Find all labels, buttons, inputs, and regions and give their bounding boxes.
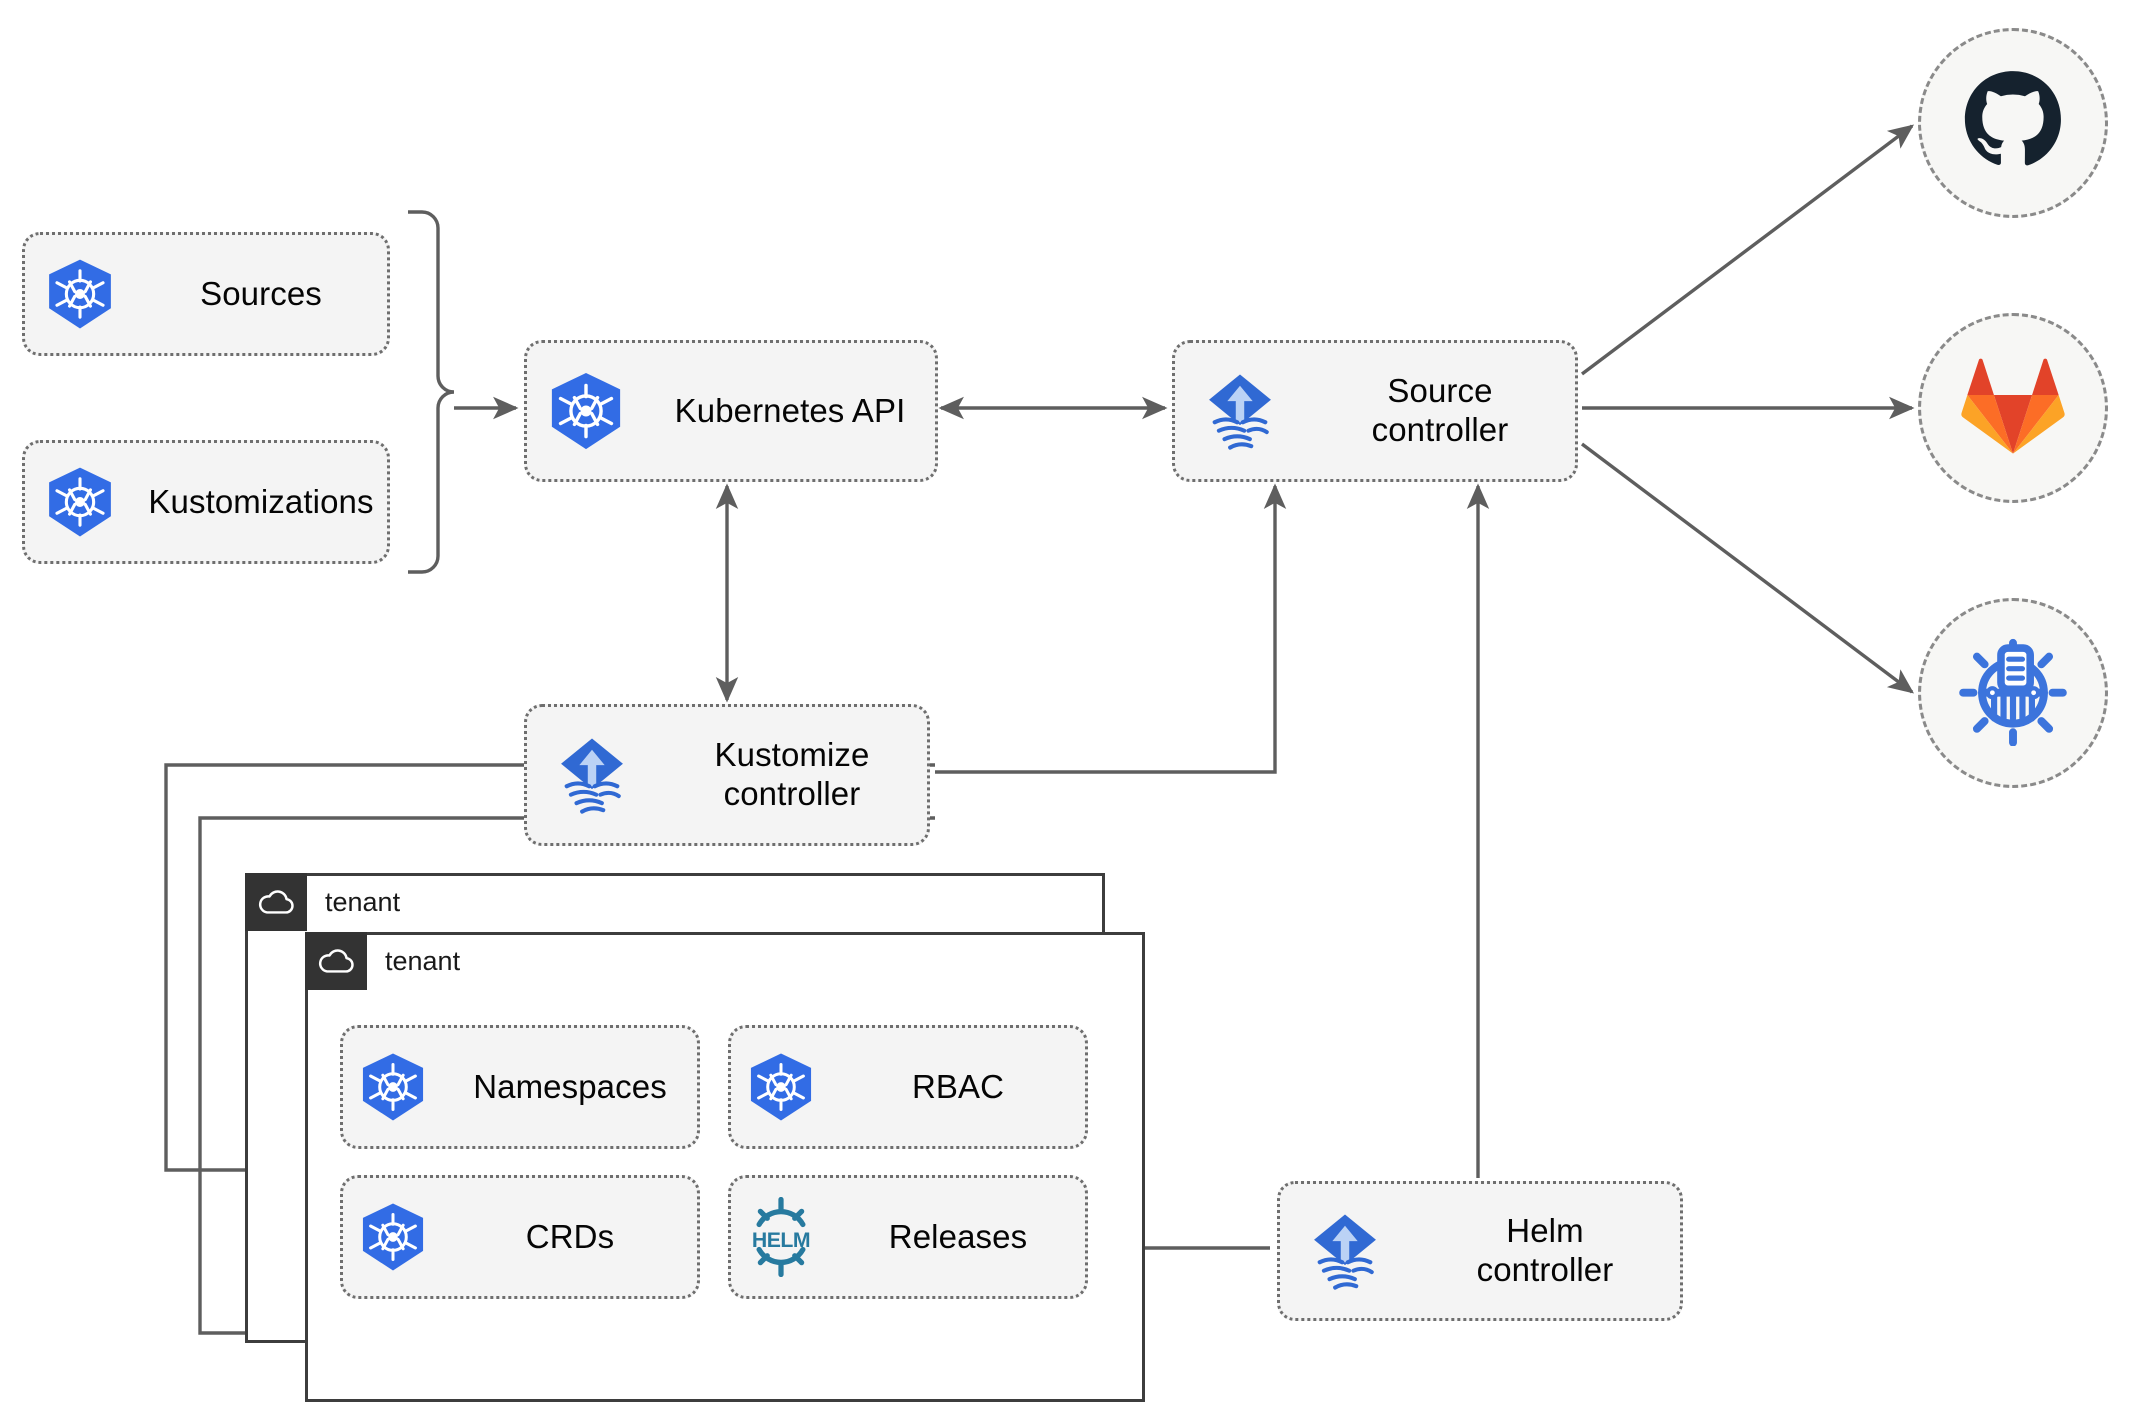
helm-registry-icon xyxy=(1958,636,2068,751)
kubernetes-icon xyxy=(343,1050,443,1124)
kubernetes-icon xyxy=(731,1050,831,1124)
node-kustomize-controller[interactable]: Kustomize controller xyxy=(524,704,930,846)
tenant-container-front[interactable]: tenant xyxy=(305,932,1145,1402)
node-kubernetes-api[interactable]: Kubernetes API xyxy=(524,340,938,482)
node-namespaces[interactable]: Namespaces xyxy=(340,1025,700,1149)
node-label: Kubernetes API xyxy=(674,391,906,429)
node-helm-controller[interactable]: Helm controller xyxy=(1277,1181,1683,1321)
tenant-titlebar: tenant xyxy=(245,873,400,931)
node-label: Sources xyxy=(200,274,322,312)
flux-icon xyxy=(527,730,657,820)
node-label: Kustomize controller xyxy=(714,736,870,812)
kubernetes-icon xyxy=(343,1200,443,1274)
node-label: Source controller xyxy=(1371,372,1509,448)
node-label: Helm controller xyxy=(1476,1212,1614,1288)
node-label: Releases xyxy=(888,1217,1028,1255)
github-icon xyxy=(1961,69,2065,178)
node-label: Namespaces xyxy=(473,1067,667,1105)
node-kustomizations[interactable]: Kustomizations xyxy=(22,440,390,564)
tenant-label: tenant xyxy=(325,887,401,917)
node-sources[interactable]: Sources xyxy=(22,232,390,356)
node-source-controller[interactable]: Source controller xyxy=(1172,340,1578,482)
provider-registry[interactable] xyxy=(1918,598,2108,788)
node-crds[interactable]: CRDs xyxy=(340,1175,700,1299)
node-label: Kustomizations xyxy=(148,482,374,520)
kubernetes-icon xyxy=(527,369,645,453)
node-label: CRDs xyxy=(525,1217,615,1255)
cloud-icon xyxy=(305,932,367,990)
kubernetes-icon xyxy=(25,464,135,540)
flux-icon xyxy=(1175,366,1305,456)
node-rbac[interactable]: RBAC xyxy=(728,1025,1088,1149)
node-releases[interactable]: HELM Releases xyxy=(728,1175,1088,1299)
cloud-icon xyxy=(245,873,307,931)
kubernetes-icon xyxy=(25,256,135,332)
tenant-titlebar: tenant xyxy=(305,932,460,990)
tenant-label: tenant xyxy=(385,946,461,976)
flux-icon xyxy=(1280,1206,1410,1296)
node-label: RBAC xyxy=(911,1067,1005,1105)
helm-icon: HELM xyxy=(731,1197,831,1277)
svg-text:HELM: HELM xyxy=(752,1228,810,1252)
provider-gitlab[interactable] xyxy=(1918,313,2108,503)
provider-github[interactable] xyxy=(1918,28,2108,218)
gitlab-icon xyxy=(1961,354,2065,463)
